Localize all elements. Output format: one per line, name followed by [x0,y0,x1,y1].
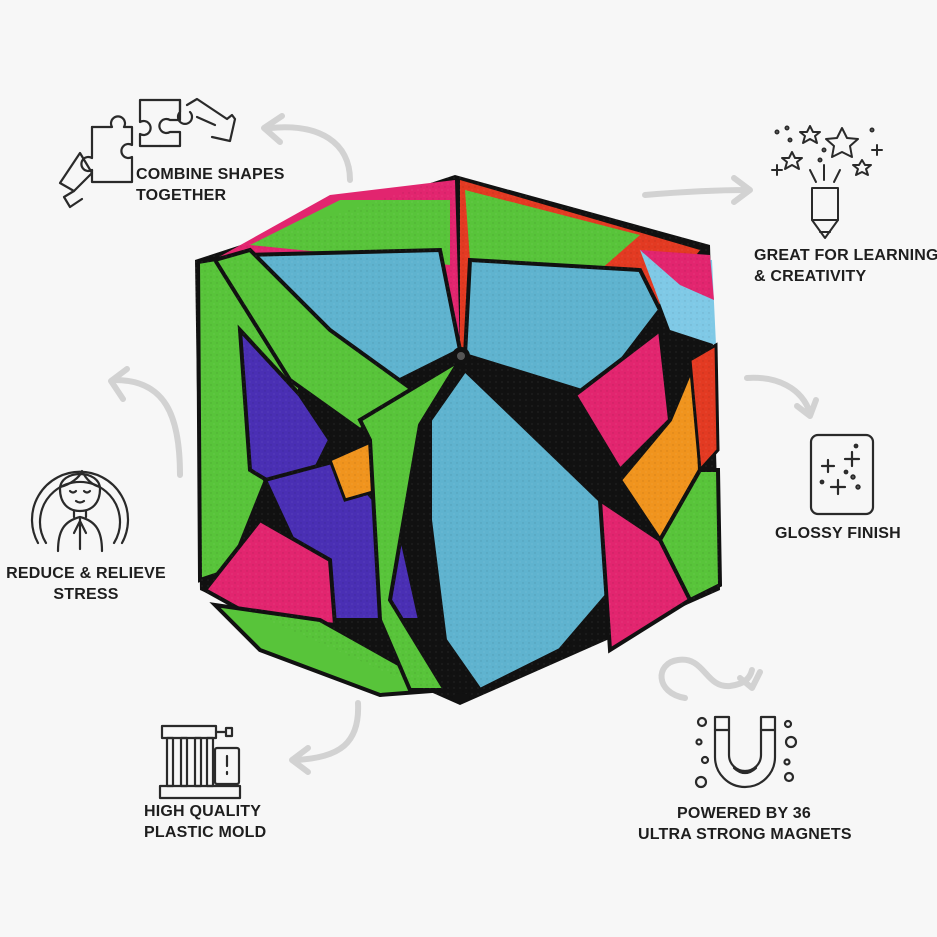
meditation-person-icon [30,469,130,553]
curved-arrow-top-left [261,113,353,183]
puzzle-hands-icon [58,97,237,209]
feature-learning-line2: & CREATIVITY [754,268,867,285]
curved-arrow-left [108,366,183,478]
magnet-icon [694,715,798,789]
sparkle-card-icon [809,433,875,516]
feature-learning-line1: GREAT FOR LEARNING [754,247,937,264]
arrow-top-right [642,175,753,205]
feature-glossy-label: GLOSSY FINISH [775,523,901,544]
feature-magnets-label: POWERED BY 36 ULTRA STRONG MAGNETS [638,803,852,845]
feature-combine-line2: TOGETHER [136,187,227,204]
feature-stress-label: REDUCE & RELIEVE STRESS [4,563,168,605]
feature-stress-line1: REDUCE & RELIEVE [6,565,166,582]
s-arrow-bottom-right [658,656,763,701]
feature-mold-label: HIGH QUALITY PLASTIC MOLD [144,801,266,843]
feature-mold-line1: HIGH QUALITY [144,803,262,820]
feature-combine-label: COMBINE SHAPES TOGETHER [136,164,285,206]
feature-combine-line1: COMBINE SHAPES [136,166,285,183]
arrow-bottom-left [289,700,362,775]
feature-mold-line2: PLASTIC MOLD [144,824,267,841]
feature-magnets-line2: ULTRA STRONG MAGNETS [638,826,852,843]
shape-shifting-cube-image [195,175,723,705]
feature-glossy-line1: GLOSSY FINISH [775,525,901,542]
feature-stress-line2: STRESS [53,586,119,603]
mold-machine-icon [158,724,242,800]
curved-arrow-right [744,374,819,419]
feature-learning-label: GREAT FOR LEARNING & CREATIVITY [754,245,937,287]
feature-magnets-line1: POWERED BY 36 [677,805,811,822]
pencil-stars-icon [771,125,883,239]
